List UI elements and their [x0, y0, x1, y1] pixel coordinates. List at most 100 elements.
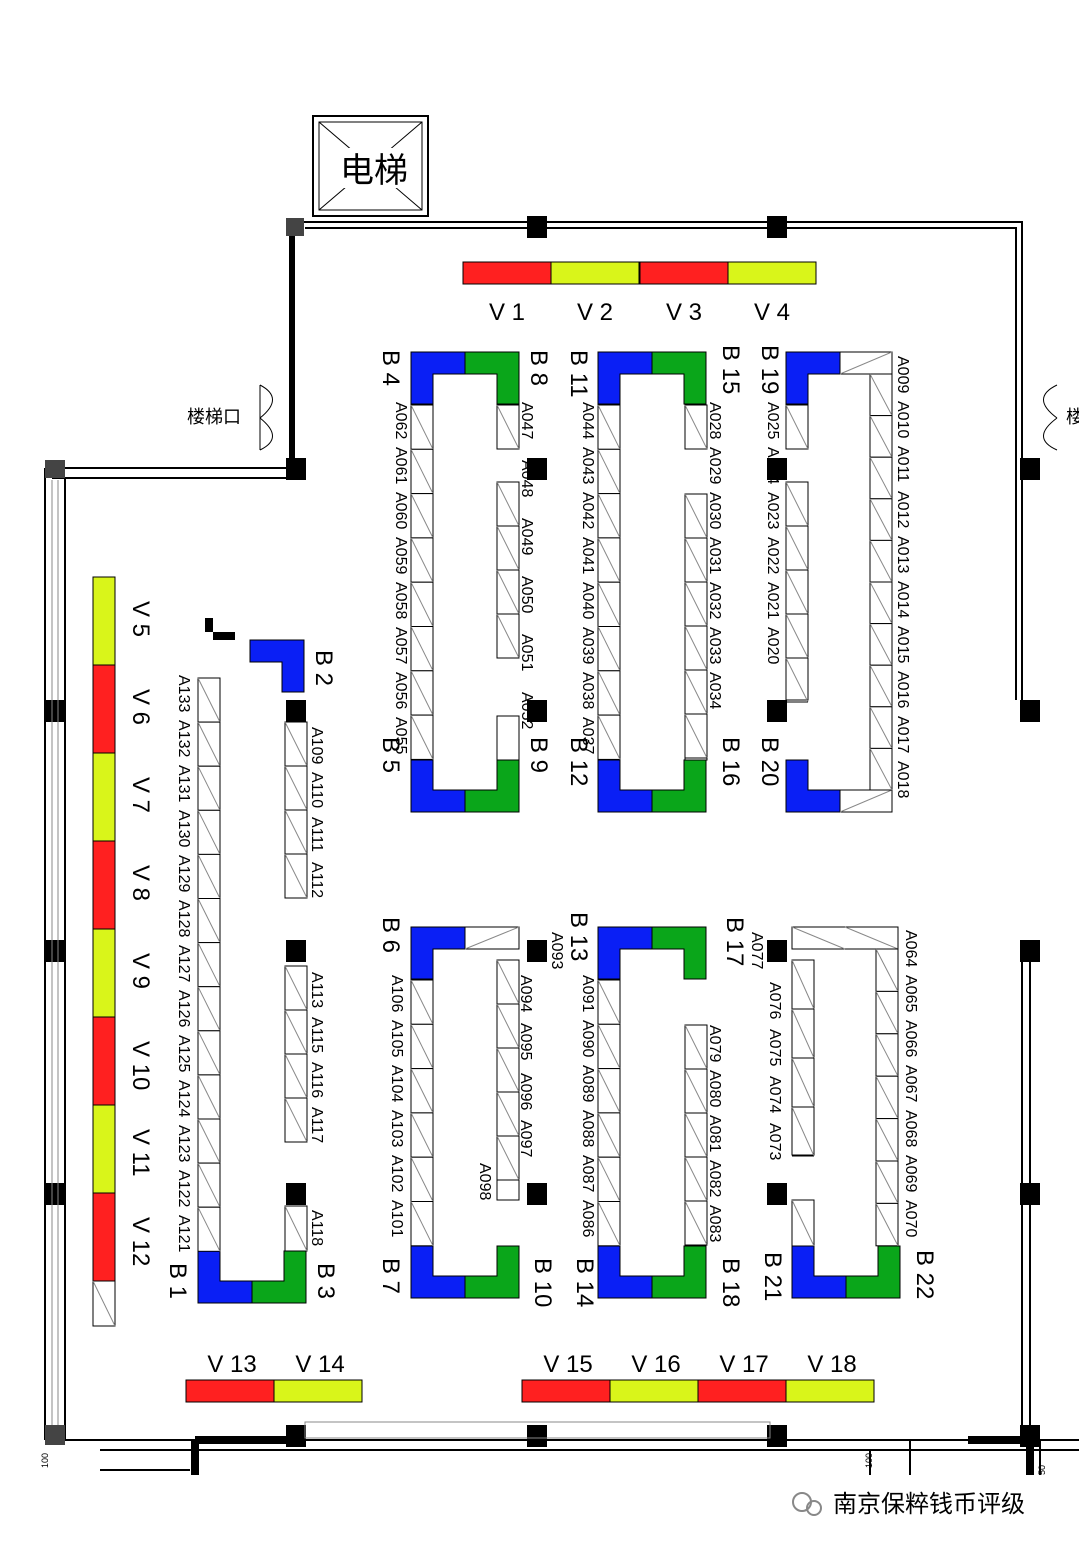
- a-booth-label: A123: [175, 1125, 192, 1162]
- vip-booth[interactable]: [92, 576, 116, 666]
- a-booth-label: A101: [388, 1200, 405, 1237]
- b-booth-b9[interactable]: [464, 759, 520, 813]
- b-booth-b6[interactable]: [410, 926, 466, 980]
- stairs-left: [259, 384, 293, 451]
- a-booth-cell[interactable]: [496, 715, 520, 761]
- a-booth-label: A029: [706, 447, 723, 484]
- a-booth-label: A090: [579, 1020, 596, 1057]
- a-booth-label: A028: [706, 402, 723, 439]
- vip-booth[interactable]: [462, 261, 552, 285]
- b-booth-b19[interactable]: [785, 351, 841, 405]
- vip-booth[interactable]: [727, 261, 817, 285]
- a-booth-label: A118: [308, 1210, 325, 1246]
- b-booth-b20[interactable]: [785, 759, 841, 813]
- a-booth-label: A111: [308, 817, 325, 852]
- b-booth-b10[interactable]: [464, 1245, 520, 1299]
- pillar-hatched: [286, 218, 304, 236]
- b-booth-b3[interactable]: [251, 1250, 307, 1304]
- pillar-hatched: [45, 460, 65, 478]
- b-booth-b8[interactable]: [464, 351, 520, 405]
- a-booth-label: A102: [388, 1155, 405, 1192]
- vip-booth[interactable]: [92, 752, 116, 842]
- a-booth-label: A093: [548, 932, 565, 969]
- a-booth-label: A127: [175, 945, 192, 982]
- pillar: [767, 458, 787, 480]
- vip-booth[interactable]: [185, 1379, 275, 1403]
- a-booth-label: A087: [579, 1155, 596, 1192]
- vip-booth[interactable]: [92, 664, 116, 754]
- scale-mark: 100: [864, 1453, 874, 1468]
- a-booth-label: A103: [388, 1110, 405, 1147]
- vip-label: V 8: [127, 865, 154, 901]
- b-booth-label: B 16: [717, 737, 744, 786]
- b-booth-b15[interactable]: [651, 351, 707, 405]
- b-booth-label: B 13: [565, 912, 592, 961]
- a-booth-label: A037: [579, 717, 596, 754]
- a-booth-label: A132: [175, 720, 192, 757]
- b-booth-label: B 22: [911, 1250, 938, 1299]
- vip-booth[interactable]: [521, 1379, 611, 1403]
- vip-booth[interactable]: [92, 928, 116, 1018]
- a-booth-cell[interactable]: [496, 959, 520, 1201]
- b-booth-b14[interactable]: [597, 1245, 653, 1299]
- b-booth-label: B 6: [377, 917, 404, 953]
- a-booth-label: A122: [175, 1170, 192, 1207]
- vip-booth[interactable]: [92, 1192, 116, 1282]
- a-booth-label: A091: [579, 975, 596, 1012]
- pillar: [767, 1425, 787, 1447]
- b-booth-b22[interactable]: [845, 1245, 901, 1299]
- b-booth-b21[interactable]: [791, 1245, 847, 1299]
- vip-booth[interactable]: [550, 261, 640, 285]
- vip-booth[interactable]: [639, 261, 729, 285]
- b-booth-b12[interactable]: [597, 759, 653, 813]
- b-booth-b17[interactable]: [651, 926, 707, 980]
- a-booth-label: A057: [392, 627, 409, 664]
- a-booth-label: A034: [706, 672, 723, 709]
- a-booth-label: A109: [308, 727, 325, 764]
- a-booth-label: A047: [518, 402, 535, 439]
- a-booth-label: A065: [902, 975, 919, 1012]
- b-booth-b13[interactable]: [597, 926, 653, 980]
- a-booth-label: A062: [392, 402, 409, 439]
- a-booth-label: A129: [175, 855, 192, 892]
- b-booth-label: B 8: [525, 350, 552, 386]
- a-booth-label: A052: [518, 692, 535, 729]
- vip-booth[interactable]: [785, 1379, 875, 1403]
- vip-booth[interactable]: [92, 1104, 116, 1194]
- pillar: [1020, 700, 1040, 722]
- a-booth-label: A067: [902, 1065, 919, 1102]
- vip-label: V 5: [127, 601, 154, 637]
- a-booth-label: A125: [175, 1035, 192, 1072]
- b-booth-b16[interactable]: [651, 759, 707, 813]
- b-booth-b5[interactable]: [410, 759, 466, 813]
- b-booth-b1[interactable]: [197, 1250, 253, 1304]
- a-booth-label: A023: [764, 492, 781, 529]
- vip-booth[interactable]: [697, 1379, 787, 1403]
- a-booth-label: A017: [894, 716, 911, 753]
- pillar: [286, 1183, 306, 1205]
- pillar: [1020, 1183, 1040, 1205]
- vip-booth[interactable]: [609, 1379, 699, 1403]
- b-booth-b2[interactable]: [249, 639, 305, 693]
- b-booth-b4[interactable]: [410, 351, 466, 405]
- a-booth-label: A041: [579, 537, 596, 574]
- b-booth-b7[interactable]: [410, 1245, 466, 1299]
- pillar: [286, 700, 306, 722]
- a-booth-label: A075: [766, 1029, 783, 1066]
- vip-label: V 11: [127, 1129, 154, 1177]
- vip-label: V 14: [295, 1351, 344, 1378]
- b-booth-b11[interactable]: [597, 351, 653, 405]
- a-booth-label: A044: [579, 402, 596, 439]
- vip-booth[interactable]: [92, 1016, 116, 1106]
- a-booth-label: A049: [518, 518, 535, 555]
- a-booth-label: A038: [579, 672, 596, 709]
- a-booth-label: A039: [579, 627, 596, 664]
- vip-booth[interactable]: [92, 840, 116, 930]
- b-booth-b18[interactable]: [651, 1245, 707, 1299]
- vip-label: V 3: [666, 299, 702, 326]
- vip-booth[interactable]: [273, 1379, 363, 1403]
- b-booth-label: B 21: [759, 1252, 786, 1301]
- a-booth-label: A013: [894, 536, 911, 573]
- watermark: 南京保粹钱币评级: [792, 1491, 1025, 1518]
